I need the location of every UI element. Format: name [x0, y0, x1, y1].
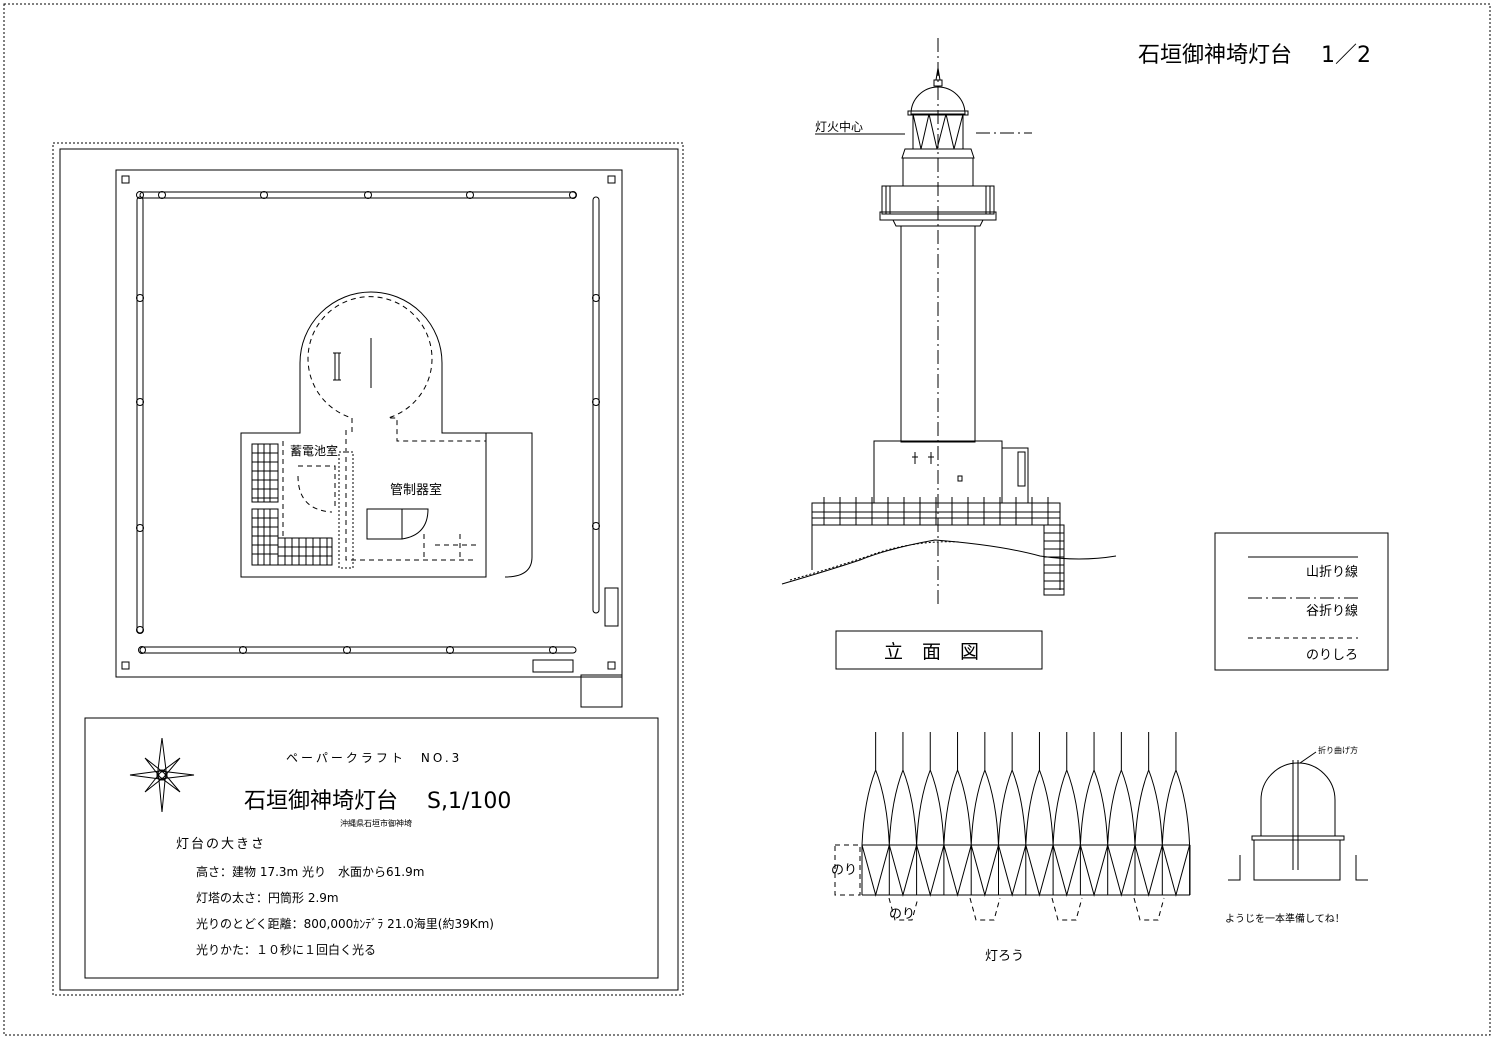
- building-plan: 蓄電池室 管制器室: [240, 291, 533, 578]
- lantern-pattern: [834, 732, 1191, 921]
- fold-note: 折り曲げ方: [1318, 745, 1358, 755]
- lantern-glue-bottom-label: のり: [889, 907, 915, 922]
- legend-mountain-label: 山折り線: [1306, 564, 1358, 580]
- light-center-label: 灯火中心: [815, 119, 863, 134]
- room-control-label: 管制器室: [390, 482, 442, 498]
- toothpick-note: ようじを一本準備してね！: [1225, 912, 1345, 925]
- spec-row-range: 光りのとどく距離：800,000ｶﾝﾃﾞﾗ 21.0海里(約39Km): [196, 916, 494, 931]
- elevation-label: 立 面 図: [884, 641, 979, 663]
- lantern-glue-side-label: のり: [831, 863, 857, 878]
- elevation-label-box: [835, 630, 1043, 670]
- series-label: ペーパークラフト NO.3: [286, 751, 462, 765]
- legend-valley-label: 谷折り線: [1306, 603, 1358, 619]
- site-wall: [115, 169, 623, 708]
- plan-frame: [59, 148, 679, 991]
- spec-row-diameter: 灯塔の太さ：円筒形 2.9m: [196, 890, 339, 905]
- room-battery-label: 蓄電池室: [290, 443, 338, 458]
- sheet-title: 石垣御神埼灯台 1／2: [1138, 43, 1371, 68]
- plan-outer-dotted: [52, 142, 684, 996]
- lantern-label: 灯ろう: [985, 949, 1024, 964]
- legend-box: [1214, 532, 1389, 671]
- page-border: [3, 3, 1491, 1036]
- info-box: [84, 717, 659, 979]
- dome-fold-diagram: [1228, 751, 1368, 881]
- location-label: 沖縄県石垣市御神埼: [340, 818, 412, 828]
- lighthouse-elevation: 灯火中心: [781, 38, 1117, 605]
- legend-glue-label: のりしろ: [1306, 648, 1358, 663]
- size-heading: 灯台の大きさ: [176, 837, 266, 852]
- info-title: 石垣御神埼灯台 S,1/100: [244, 789, 511, 814]
- compass-rose-icon: [129, 737, 195, 813]
- spec-row-height: 高さ：建物 17.3m 光り 水面から61.9m: [196, 864, 424, 879]
- spec-row-pattern: 光りかた：１０秒に１回白く光る: [196, 942, 376, 957]
